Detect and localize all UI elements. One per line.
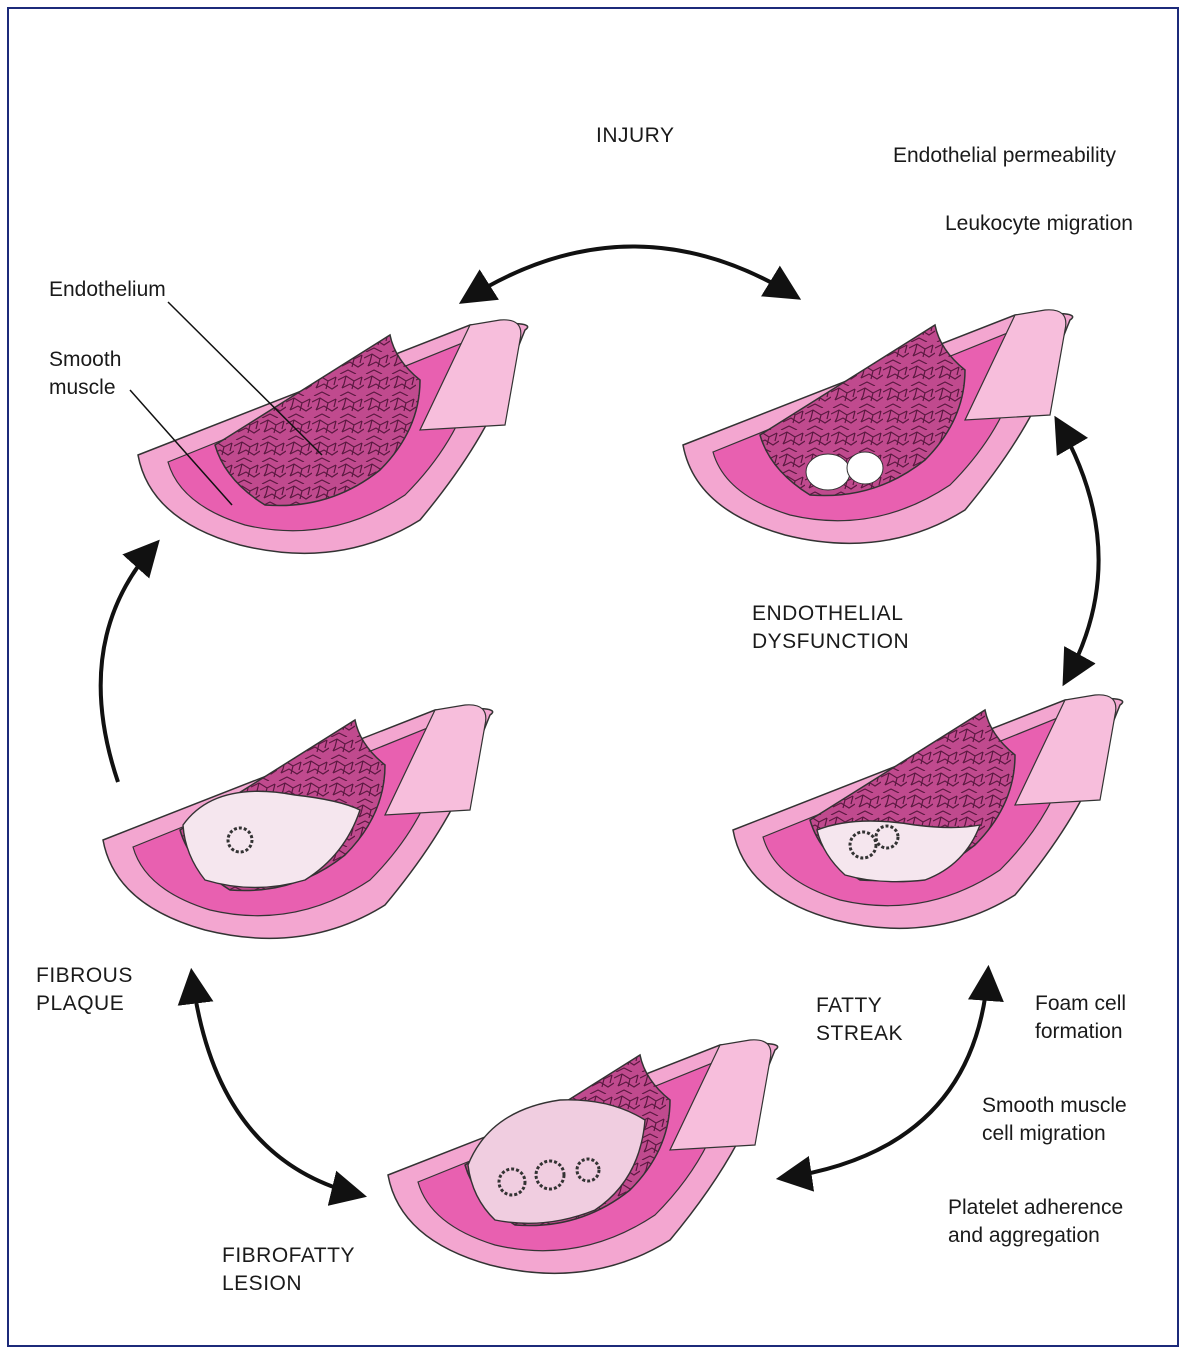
label-fatty-streak-line2: STREAK (816, 1020, 903, 1048)
vessel-normal (138, 320, 528, 553)
note-foam-cell-line1: Foam cell (1035, 990, 1126, 1018)
arrow-right-lower (783, 972, 988, 1178)
note-smooth-muscle-migration-line2: cell migration (982, 1120, 1106, 1148)
vessel-fibrofatty-lesion (388, 1040, 778, 1273)
vessel-fibrous-plaque (103, 705, 493, 938)
vessel-fatty-streak (733, 695, 1123, 928)
label-endothelial-dysfunction-line2: DYSFUNCTION (752, 628, 909, 656)
note-leukocyte-migration: Leukocyte migration (945, 210, 1133, 238)
label-smooth-muscle-line2: muscle (49, 374, 116, 402)
note-foam-cell-line2: formation (1035, 1018, 1123, 1046)
note-endothelial-permeability: Endothelial permeability (893, 142, 1116, 170)
vessel-endothelial-dysfunction (683, 310, 1073, 543)
note-platelet-line1: Platelet adherence (948, 1194, 1123, 1222)
label-endothelial-dysfunction-line1: ENDOTHELIAL (752, 600, 903, 628)
label-injury: INJURY (596, 122, 674, 150)
arrow-injury (465, 246, 795, 300)
note-smooth-muscle-migration-line1: Smooth muscle (982, 1092, 1127, 1120)
label-fibrofatty-lesion-line2: LESION (222, 1270, 302, 1298)
arrow-left-lower (192, 975, 360, 1195)
label-fibrofatty-lesion-line1: FIBROFATTY (222, 1242, 355, 1270)
note-platelet-line2: and aggregation (948, 1222, 1100, 1250)
label-smooth-muscle-line1: Smooth (49, 346, 121, 374)
label-endothelium: Endothelium (49, 276, 166, 304)
arrow-right-upper (1058, 422, 1099, 680)
label-fibrous-plaque-line1: FIBROUS (36, 962, 133, 990)
label-fibrous-plaque-line2: PLAQUE (36, 990, 124, 1018)
label-fatty-streak-line1: FATTY (816, 992, 882, 1020)
arrow-left-upper (101, 545, 155, 782)
